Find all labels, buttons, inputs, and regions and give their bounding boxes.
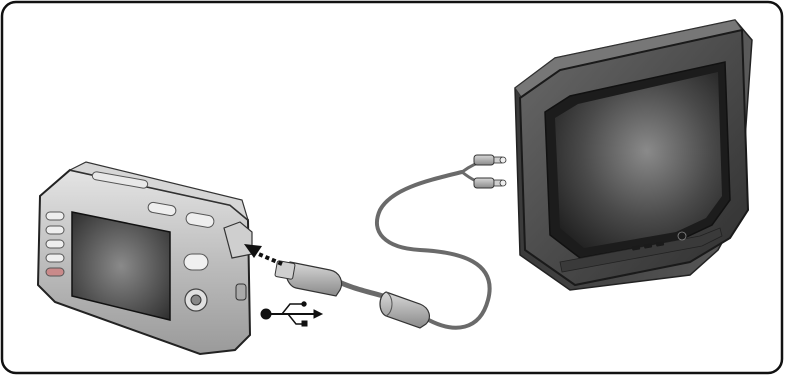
tv-power-knob [678,232,686,240]
camera-review-button [184,254,208,270]
tv [515,20,752,290]
